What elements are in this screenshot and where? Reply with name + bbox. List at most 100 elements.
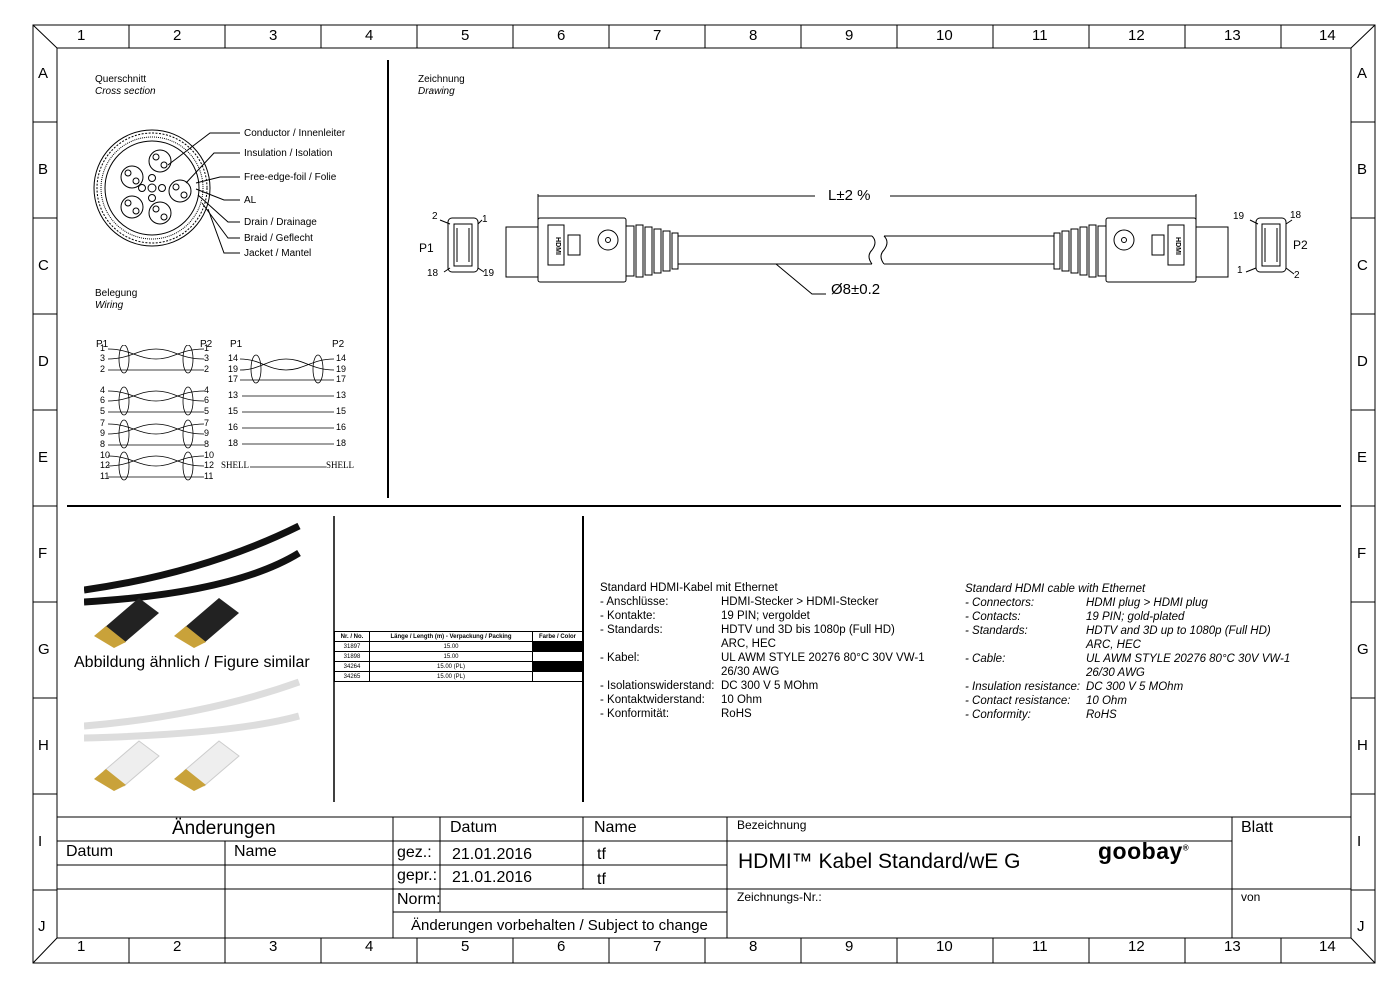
subject-to-change: Änderungen vorbehalten / Subject to chan…: [411, 917, 708, 934]
wiring-pin-label: 16: [228, 422, 239, 432]
spec-key: - Anschlüsse:: [600, 596, 669, 608]
spec-value: RoHS: [721, 708, 752, 720]
p2-pin-1: 1: [1237, 265, 1243, 276]
column-label: 8: [749, 938, 758, 955]
wiring-shell-label: SHELL: [326, 460, 354, 470]
wiring-pin-label: 3: [204, 353, 210, 363]
label-jacket: Jacket / Mantel: [244, 248, 312, 259]
spec-row: - Kontakte:19 PIN; vergoldet: [600, 609, 925, 623]
spec-key: - Connectors:: [965, 597, 1035, 609]
column-label: 4: [365, 27, 374, 44]
label-al: AL: [244, 195, 257, 206]
column-label: 3: [269, 938, 278, 955]
spec-key: - Isolationswiderstand:: [600, 680, 715, 692]
drawing-p2: P2: [1293, 238, 1308, 252]
cross-section-subtitle: Cross section: [95, 86, 156, 97]
shield-ellipse: [182, 419, 194, 449]
gez-label: gez.:: [397, 844, 432, 861]
spec-row: - Connectors: HDMI plug > HDMI plug: [965, 596, 1290, 610]
wiring-left-p1: P1: [96, 339, 109, 350]
row-label: E: [38, 449, 49, 466]
goobay-logo-text: goobay: [1098, 838, 1183, 864]
drawing-designation: HDMI™ Kabel Standard/wE G: [738, 850, 1021, 873]
p1-pin-19: 19: [483, 268, 495, 279]
wiring-pin-label: 7: [100, 418, 106, 428]
column-label: 13: [1224, 27, 1241, 44]
wire: [107, 455, 205, 467]
wire: [239, 358, 335, 371]
spec-value: 10 Ohm: [1086, 695, 1127, 707]
wiring-pin-label: 5: [204, 406, 210, 416]
spec-key: - Standards:: [600, 624, 663, 636]
spec-row: - Contacts:19 PIN; gold-plated: [965, 610, 1290, 624]
changes-col-name: Name: [234, 843, 277, 860]
row-label: F: [1357, 545, 1367, 562]
wiring-pin-label: 8: [204, 439, 210, 449]
drawing-subtitle: Drawing: [418, 86, 455, 97]
spec-en-title: Standard HDMI cable with Ethernet: [965, 583, 1146, 595]
p2-pin-18: 18: [1290, 210, 1302, 221]
wire: [107, 390, 205, 402]
gez-name: tf: [597, 846, 606, 863]
p2-pin-19: 19: [1233, 211, 1245, 222]
spec-row: - Kontaktwiderstand:10 Ohm: [600, 693, 925, 707]
row-label: G: [38, 641, 50, 658]
goobay-logo-mark: ®: [1182, 843, 1190, 853]
wiring-pin-label: 1: [204, 343, 210, 353]
column-label: 11: [1032, 27, 1048, 44]
wiring-pin-label: 13: [228, 390, 239, 400]
product-image-black: [84, 522, 301, 648]
spec-row: - Kabel:UL AWM STYLE 20276 80°C 30V VW-1: [600, 651, 925, 665]
wiring-title: Belegung: [95, 288, 138, 299]
wiring-pin-label: 4: [100, 385, 106, 395]
wiring-pin-label: 17: [336, 374, 347, 384]
spec-key: - Kabel:: [600, 652, 640, 664]
column-label: 2: [173, 938, 182, 955]
row-label: J: [1357, 917, 1365, 935]
wire: [239, 358, 335, 371]
shield-ellipse: [118, 345, 130, 374]
wiring-pin-label: 14: [228, 353, 239, 363]
column-label: 3: [269, 27, 278, 44]
spec-value: HDMI-Stecker > HDMI-Stecker: [721, 596, 879, 608]
column-label: 8: [749, 27, 758, 44]
spec-value: HDTV and 3D up to 1080p (Full HD): [1086, 625, 1271, 637]
spec-value: DC 300 V 5 MOhm: [1086, 681, 1184, 693]
spec-row: - Contact resistance:10 Ohm: [965, 694, 1290, 708]
wiring-pin-label: 15: [336, 406, 347, 416]
row-label: A: [38, 64, 49, 82]
column-label: 4: [365, 938, 374, 955]
wiring-pin-label: 11: [204, 471, 214, 481]
column-label: 6: [557, 938, 566, 955]
wiring-right-p1: P1: [230, 339, 243, 350]
spec-value: 19 PIN; vergoldet: [721, 610, 810, 622]
spec-key: - Cable:: [965, 653, 1006, 665]
wiring-subtitle: Wiring: [95, 300, 124, 311]
label-insulation: Insulation / Isolation: [244, 148, 333, 159]
wiring-pin-label: 13: [336, 390, 347, 400]
wiring-pin-label: 11: [100, 471, 110, 481]
row-label: B: [1357, 161, 1368, 178]
spec-key: - Konformität:: [600, 708, 670, 720]
row-label: E: [1357, 449, 1368, 466]
spec-value: HDTV und 3D bis 1080p (Full HD): [721, 624, 895, 636]
wiring-pin-label: 2: [100, 364, 106, 374]
wiring-pin-label: 3: [100, 353, 106, 363]
wiring-pin-label: 4: [204, 385, 210, 395]
wiring-right-p2: P2: [332, 339, 345, 350]
spec-value: HDMI plug > HDMI plug: [1086, 597, 1208, 609]
wiring-pin-label: 1: [100, 343, 106, 353]
cable-drawing: HDMI HDMI: [439, 194, 1295, 295]
figure-caption: Abbildung ähnlich / Figure similar: [74, 654, 310, 671]
wire: [107, 455, 205, 467]
product-image-white: [84, 678, 301, 791]
spec-value: UL AWM STYLE 20276 80°C 30V VW-1: [1086, 653, 1291, 665]
wiring-pin-label: 5: [100, 406, 106, 416]
bezeichnung-label: Bezeichnung: [737, 818, 807, 832]
spec-key: - Insulation resistance:: [965, 681, 1081, 693]
column-label: 5: [461, 938, 470, 955]
norm-label: Norm:: [397, 891, 441, 908]
wiring-pin-label: 8: [100, 439, 106, 449]
